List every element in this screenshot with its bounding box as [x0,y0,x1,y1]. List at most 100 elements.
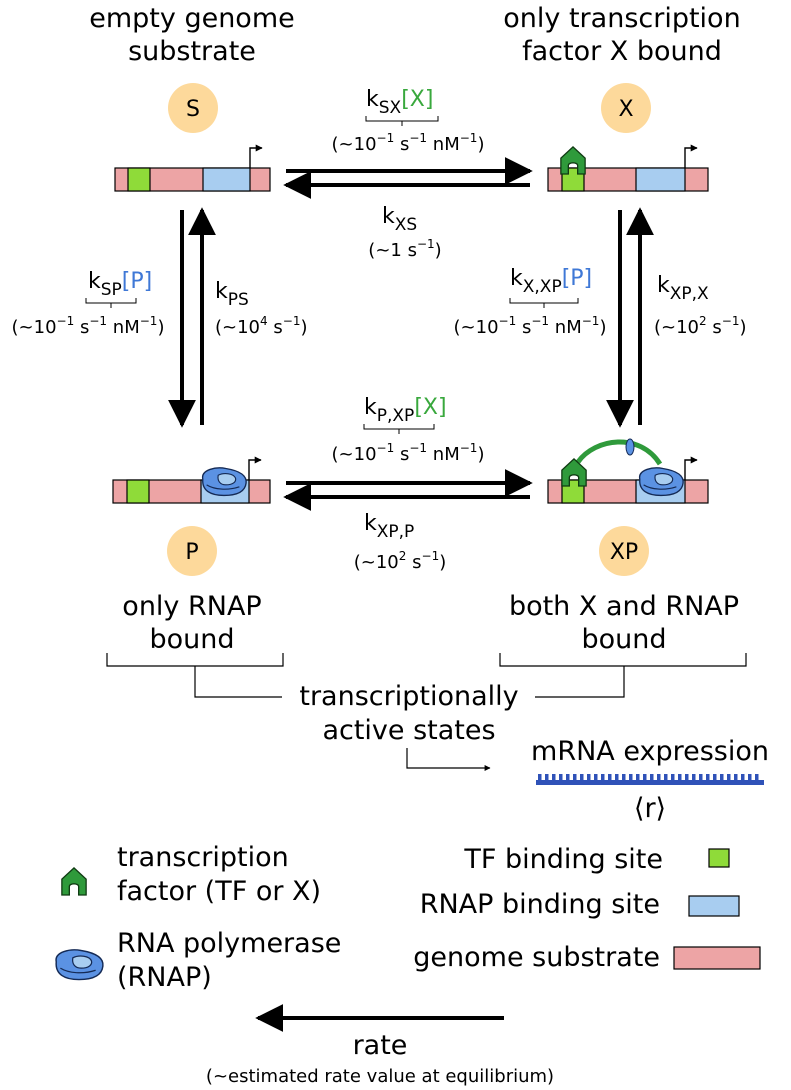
promoter-arrow-icon [249,144,263,168]
state-X-badge [601,83,651,133]
mrna-nucleotide [650,774,654,781]
connector-right-icon [535,666,625,698]
rate-xpp-value: (~102 s−1) [354,549,447,573]
mrna-nucleotide [685,774,689,781]
mrna-nucleotide [727,774,731,781]
rate-legend: rate (~estimated rate value at equilibri… [206,1004,554,1087]
rate-ps-value: (~104 s−1) [215,314,308,338]
mrna-nucleotide [636,774,640,781]
state-X-label-line2: factor X bound [522,36,722,67]
mrna-nucleotide [594,774,598,781]
transition-X-to-XP: kX,XP[P] (~10−1 s−1 nM−1) [454,210,634,428]
rnap-binding-site [202,167,251,192]
rate-xpx-label: kXP,X [657,273,709,304]
mrna-nucleotide [629,774,633,781]
mrna-backbone [536,780,764,785]
mrna-nucleotide [552,774,556,781]
rnap-contact-domain-icon [625,438,635,456]
expression-arrow-icon [406,748,491,771]
transition-P-to-XP: kP,XP[X] (~10−1 s−1 nM−1) [286,395,533,497]
mrna-nucleotide [699,774,703,781]
rate-ps-label: kPS [215,279,249,310]
promoter-arrow-icon [684,144,698,168]
transition-X-to-S: kXS (~1 s−1) [283,171,530,261]
rate-legend-note: (~estimated rate value at equilibrium) [206,1066,554,1087]
legend-tf-line2: factor (TF or X) [117,876,321,907]
transition-P-to-S: kPS (~104 s−1) [188,207,308,425]
legend-rnap-site-swatch [688,895,740,917]
mrna-nucleotide [664,774,668,781]
rate-xxp-value: (~10−1 s−1 nM−1) [454,314,607,338]
state-X-badge-text: X [618,97,633,122]
state-XP-badge-text: XP [610,540,638,565]
legend-tf-line1: transcription [117,842,289,873]
rna-polymerase-icon [201,467,247,497]
legend-rna-polymerase-icon [55,949,104,981]
rate-sp-label: kSP[P] [88,269,152,300]
mrna-nucleotide [755,774,759,781]
mrna-nucleotide [559,774,563,781]
mrna-nucleotide [545,774,549,781]
rate-xxp-label: kX,XP[P] [510,266,592,297]
mrna-nucleotide [608,774,612,781]
state-XP-label-line2: bound [581,624,666,655]
mrna-nucleotide [580,774,584,781]
active-states-line2: active states [322,715,495,746]
state-P-badge-text: P [185,540,198,565]
mrna-nucleotide [678,774,682,781]
transition-S-to-P: kSP[P] (~10−1 s−1 nM−1) [12,210,196,428]
state-XP: XP both X and RNAP bound [509,526,739,655]
state-XP-badge [599,526,649,576]
mrna-nucleotide [741,774,745,781]
mrna-nucleotide [566,774,570,781]
rate-xpp-label: kXP,P [364,511,414,542]
mrna-nucleotide [671,774,675,781]
rate-legend-label: rate [353,1030,408,1061]
genome-S [114,144,271,192]
promoter-arrow-icon [248,456,262,480]
legend-rnap-site-label: RNAP binding site [420,889,660,920]
transition-XP-to-X: kXP,X (~102 s−1) [626,207,747,425]
legend-rnap-line2: (RNAP) [117,962,212,993]
legend-rnap-line1: RNA polymerase [117,928,341,959]
mrna-expression: mRNA expression ⟨r⟩ [531,736,769,824]
promoter-arrow-icon [684,456,698,480]
state-X-label-line1: only transcription [503,3,740,34]
mrna-nucleotide [573,774,577,781]
genome-XP [547,438,709,504]
mrna-nucleotide [713,774,717,781]
rate-sx-value: (~10−1 s−1 nM−1) [332,131,485,155]
mrna-nucleotide [734,774,738,781]
genome-X [547,144,709,192]
mrna-nucleotide [706,774,710,781]
state-S-badge [168,83,218,133]
rnap-binding-site [635,167,686,192]
rate-xs-label: kXS [382,204,417,235]
legend: transcription factor (TF or X) RNA polym… [55,842,761,993]
tf-binding-site [126,479,150,504]
state-S: empty genome substrate S [89,3,295,133]
state-P-label-line1: only RNAP [122,591,261,622]
mrna-nucleotide [657,774,661,781]
legend-transcription-factor-icon [61,867,87,896]
bracket-icon [509,298,579,308]
legend-tf-site-swatch [708,848,730,868]
mrna-nucleotide [587,774,591,781]
bracket-icon [85,298,137,308]
state-S-badge-text: S [186,97,200,122]
rate-sp-value: (~10−1 s−1 nM−1) [12,314,165,338]
mrna-nucleotide [748,774,752,781]
rna-polymerase-icon [638,467,684,497]
state-P-badge [167,526,217,576]
legend-substrate-swatch [673,946,761,970]
legend-tf-site-label: TF binding site [463,844,663,875]
rate-sx-label: kSX[X] [366,87,433,118]
active-states-group: transcriptionally active states [106,653,747,771]
mrna-strand-icon [536,774,764,785]
state-S-label-line2: substrate [128,36,256,67]
rate-xpx-value: (~102 s−1) [654,314,747,338]
tf-rnap-contact-icon [575,439,663,466]
transition-S-to-X: kSX[X] (~10−1 s−1 nM−1) [286,87,533,185]
legend-substrate-label: genome substrate [413,942,660,973]
bracket-icon [363,424,435,434]
